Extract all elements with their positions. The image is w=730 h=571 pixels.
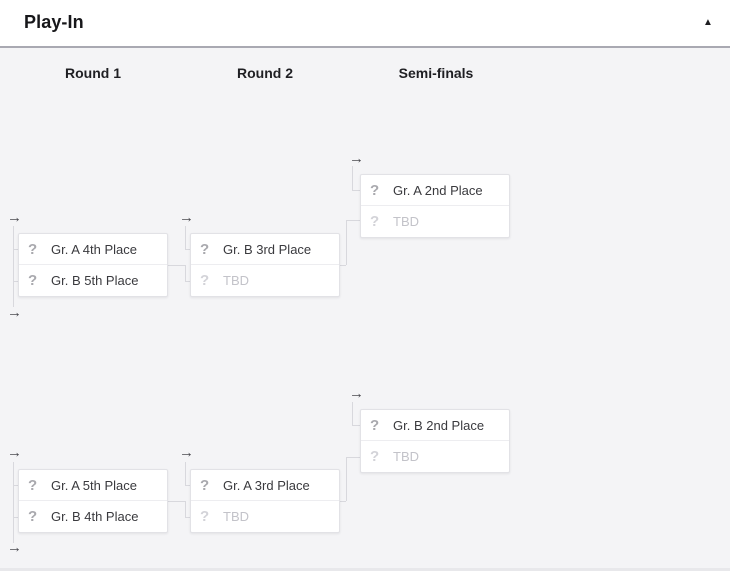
connector-line bbox=[13, 517, 18, 518]
seed-arrow-icon: → bbox=[349, 150, 364, 167]
connector-line bbox=[185, 249, 190, 250]
bracket-section-header[interactable]: Play-In ▲ bbox=[0, 0, 730, 48]
collapse-toggle-button[interactable]: ▲ bbox=[696, 12, 720, 34]
connector-line bbox=[185, 517, 190, 518]
connector-line bbox=[185, 226, 186, 249]
participant-slot[interactable]: ? Gr. B 2nd Place bbox=[361, 410, 509, 441]
connector-line bbox=[168, 265, 185, 266]
connector-line bbox=[346, 220, 360, 221]
placeholder-avatar-icon: ? bbox=[200, 240, 210, 258]
connector-line bbox=[168, 501, 185, 502]
column-header-round-2: Round 2 bbox=[237, 65, 293, 81]
participant-slot[interactable]: ? Gr. A 3rd Place bbox=[191, 470, 339, 501]
participant-slot-tbd[interactable]: ? TBD bbox=[361, 206, 509, 237]
participant-name: Gr. B 5th Place bbox=[51, 273, 139, 288]
match-card-round1-upper[interactable]: ? Gr. A 4th Place ? Gr. B 5th Place bbox=[18, 233, 168, 297]
participant-slot[interactable]: ? Gr. B 3rd Place bbox=[191, 234, 339, 265]
section-title: Play-In bbox=[24, 12, 84, 32]
placeholder-avatar-icon: ? bbox=[370, 181, 380, 199]
seed-arrow-icon: → bbox=[7, 209, 22, 226]
connector-line bbox=[352, 166, 353, 190]
connector-line bbox=[340, 501, 346, 502]
connector-line bbox=[13, 226, 14, 307]
seed-arrow-icon: → bbox=[7, 539, 22, 556]
placeholder-avatar-icon: ? bbox=[28, 476, 38, 494]
column-header-semifinals: Semi-finals bbox=[398, 65, 474, 81]
connector-line bbox=[185, 501, 186, 517]
match-card-semifinal-upper[interactable]: ? Gr. A 2nd Place ? TBD bbox=[360, 174, 510, 238]
connector-line bbox=[346, 457, 347, 501]
participant-slot[interactable]: ? Gr. A 4th Place bbox=[19, 234, 167, 265]
seed-arrow-icon: → bbox=[7, 444, 22, 461]
participant-name: TBD bbox=[393, 449, 419, 464]
connector-line bbox=[346, 220, 347, 265]
seed-arrow-icon: → bbox=[179, 209, 194, 226]
match-card-semifinal-lower[interactable]: ? Gr. B 2nd Place ? TBD bbox=[360, 409, 510, 473]
horizontal-scrollbar-track[interactable] bbox=[0, 568, 730, 571]
match-card-round2-upper[interactable]: ? Gr. B 3rd Place ? TBD bbox=[190, 233, 340, 297]
connector-line bbox=[13, 249, 18, 250]
placeholder-avatar-icon: ? bbox=[28, 508, 38, 525]
connector-line bbox=[13, 281, 18, 282]
participant-name: Gr. B 2nd Place bbox=[393, 417, 485, 433]
participant-slot-tbd[interactable]: ? TBD bbox=[361, 441, 509, 472]
placeholder-avatar-icon: ? bbox=[370, 416, 380, 434]
match-card-round1-lower[interactable]: ? Gr. A 5th Place ? Gr. B 4th Place bbox=[18, 469, 168, 533]
participant-name: Gr. B 3rd Place bbox=[223, 241, 312, 257]
placeholder-avatar-icon: ? bbox=[200, 508, 210, 525]
connector-line bbox=[185, 462, 186, 485]
placeholder-avatar-icon: ? bbox=[200, 476, 210, 494]
bracket-canvas: Round 1 Round 2 Semi-finals → → → → → → … bbox=[0, 48, 730, 571]
seed-arrow-icon: → bbox=[179, 444, 194, 461]
connector-line bbox=[13, 485, 18, 486]
participant-slot[interactable]: ? Gr. B 4th Place bbox=[19, 501, 167, 532]
participant-name: Gr. A 5th Place bbox=[51, 477, 137, 493]
participant-name: Gr. A 4th Place bbox=[51, 241, 137, 257]
participant-slot[interactable]: ? Gr. A 5th Place bbox=[19, 470, 167, 501]
participant-name: Gr. A 2nd Place bbox=[393, 182, 483, 198]
participant-name: TBD bbox=[223, 509, 249, 524]
connector-line bbox=[352, 190, 360, 191]
collapse-arrow-icon: ▲ bbox=[703, 17, 713, 28]
placeholder-avatar-icon: ? bbox=[200, 272, 210, 289]
participant-name: Gr. A 3rd Place bbox=[223, 477, 310, 493]
connector-line bbox=[340, 265, 346, 266]
participant-name: TBD bbox=[393, 214, 419, 229]
connector-line bbox=[352, 402, 353, 425]
connector-line bbox=[185, 265, 186, 281]
placeholder-avatar-icon: ? bbox=[370, 213, 380, 230]
connector-line bbox=[346, 457, 360, 458]
participant-slot[interactable]: ? Gr. A 2nd Place bbox=[361, 175, 509, 206]
connector-line bbox=[185, 485, 190, 486]
connector-line bbox=[13, 462, 14, 543]
participant-name: Gr. B 4th Place bbox=[51, 509, 139, 524]
connector-line bbox=[352, 425, 360, 426]
column-header-round-1: Round 1 bbox=[65, 65, 121, 81]
seed-arrow-icon: → bbox=[7, 304, 22, 321]
placeholder-avatar-icon: ? bbox=[370, 448, 380, 465]
participant-slot-tbd[interactable]: ? TBD bbox=[191, 265, 339, 296]
placeholder-avatar-icon: ? bbox=[28, 272, 38, 289]
seed-arrow-icon: → bbox=[349, 385, 364, 402]
placeholder-avatar-icon: ? bbox=[28, 240, 38, 258]
participant-name: TBD bbox=[223, 273, 249, 288]
participant-slot[interactable]: ? Gr. B 5th Place bbox=[19, 265, 167, 296]
match-card-round2-lower[interactable]: ? Gr. A 3rd Place ? TBD bbox=[190, 469, 340, 533]
participant-slot-tbd[interactable]: ? TBD bbox=[191, 501, 339, 532]
connector-line bbox=[185, 281, 190, 282]
